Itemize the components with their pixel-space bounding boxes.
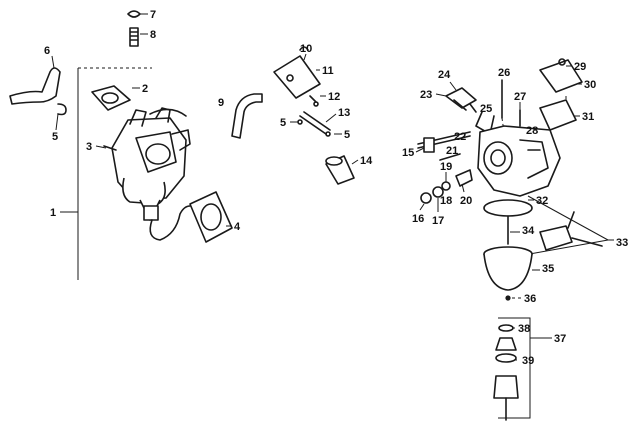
gasket-part-32: [483, 199, 533, 217]
callout-31: 31: [582, 111, 594, 123]
callout-5-right: 5: [344, 129, 350, 141]
callout-16: 16: [412, 213, 424, 225]
callout-18: 18: [440, 195, 452, 207]
bracket-part-25: [475, 111, 495, 135]
callout-8: 8: [150, 29, 156, 41]
callout-23: 23: [420, 89, 432, 101]
callout-36: 36: [524, 293, 536, 305]
callout-7: 7: [150, 9, 156, 21]
carburetor-main-left: [103, 107, 191, 241]
callout-35: 35: [542, 263, 554, 275]
callout-4: 4: [234, 221, 241, 233]
bracket-part-10-11: [273, 46, 321, 99]
callout-39: 39: [522, 355, 534, 367]
callout-20: 20: [460, 195, 472, 207]
bracket-group-1: [60, 67, 152, 280]
callout-25: 25: [480, 103, 492, 115]
callout-5-left: 5: [52, 131, 58, 143]
gasket-part-2: [91, 85, 131, 111]
fuel-line-part-6: [9, 67, 61, 105]
float-bowl-part-35: [483, 246, 533, 291]
callout-38: 38: [518, 323, 530, 335]
bracket-group-37: [498, 317, 531, 419]
hose-part-9: [231, 93, 263, 139]
spring-part-7: [127, 10, 141, 18]
float-part-33: [539, 211, 603, 251]
callout-19: 19: [440, 161, 452, 173]
small-parts-16-20: [420, 153, 473, 204]
pin-part-12: [309, 95, 319, 107]
callout-22: 22: [454, 131, 466, 143]
callout-30: 30: [584, 79, 596, 91]
callout-28: 28: [526, 125, 538, 137]
washer-part-36: [505, 295, 511, 301]
callout-labels: 7 8 6 2 5 3 1 4 9 10 11 12 13 5 5 14 15 …: [44, 9, 628, 367]
clamp-part-5-left: [57, 103, 67, 116]
screw-part-26-27: [501, 79, 521, 133]
callout-17: 17: [432, 215, 444, 227]
callout-21: 21: [446, 145, 458, 157]
callout-24: 24: [438, 69, 451, 81]
callout-26: 26: [498, 67, 510, 79]
shaft-part-13: [297, 111, 331, 137]
carburetor-main-right: [477, 125, 561, 197]
callout-37: 37: [554, 333, 566, 345]
callout-9: 9: [218, 97, 224, 109]
gasket-part-4: [189, 191, 233, 243]
shaft-part-15: [417, 131, 471, 153]
callout-13: 13: [338, 107, 350, 119]
callout-12: 12: [328, 91, 340, 103]
callout-1: 1: [50, 207, 56, 219]
callout-14: 14: [360, 155, 373, 167]
callout-33: 33: [616, 237, 628, 249]
plate-part-23-24: [445, 87, 477, 113]
callout-15: 15: [402, 147, 414, 159]
callout-2: 2: [142, 83, 148, 95]
callout-6: 6: [44, 45, 50, 57]
filter-part-14: [325, 155, 355, 185]
callout-27: 27: [514, 91, 526, 103]
callout-3: 3: [86, 141, 92, 153]
callout-5-mid: 5: [280, 117, 286, 129]
cover-parts-29-31: [539, 58, 583, 131]
callout-34: 34: [522, 225, 535, 237]
callout-29: 29: [574, 61, 586, 73]
bowl-nut-assembly-38-39: [493, 324, 519, 421]
callout-11: 11: [322, 65, 334, 77]
screw-part-8: [129, 27, 139, 47]
callout-10: 10: [300, 43, 312, 55]
callout-32: 32: [536, 195, 548, 207]
